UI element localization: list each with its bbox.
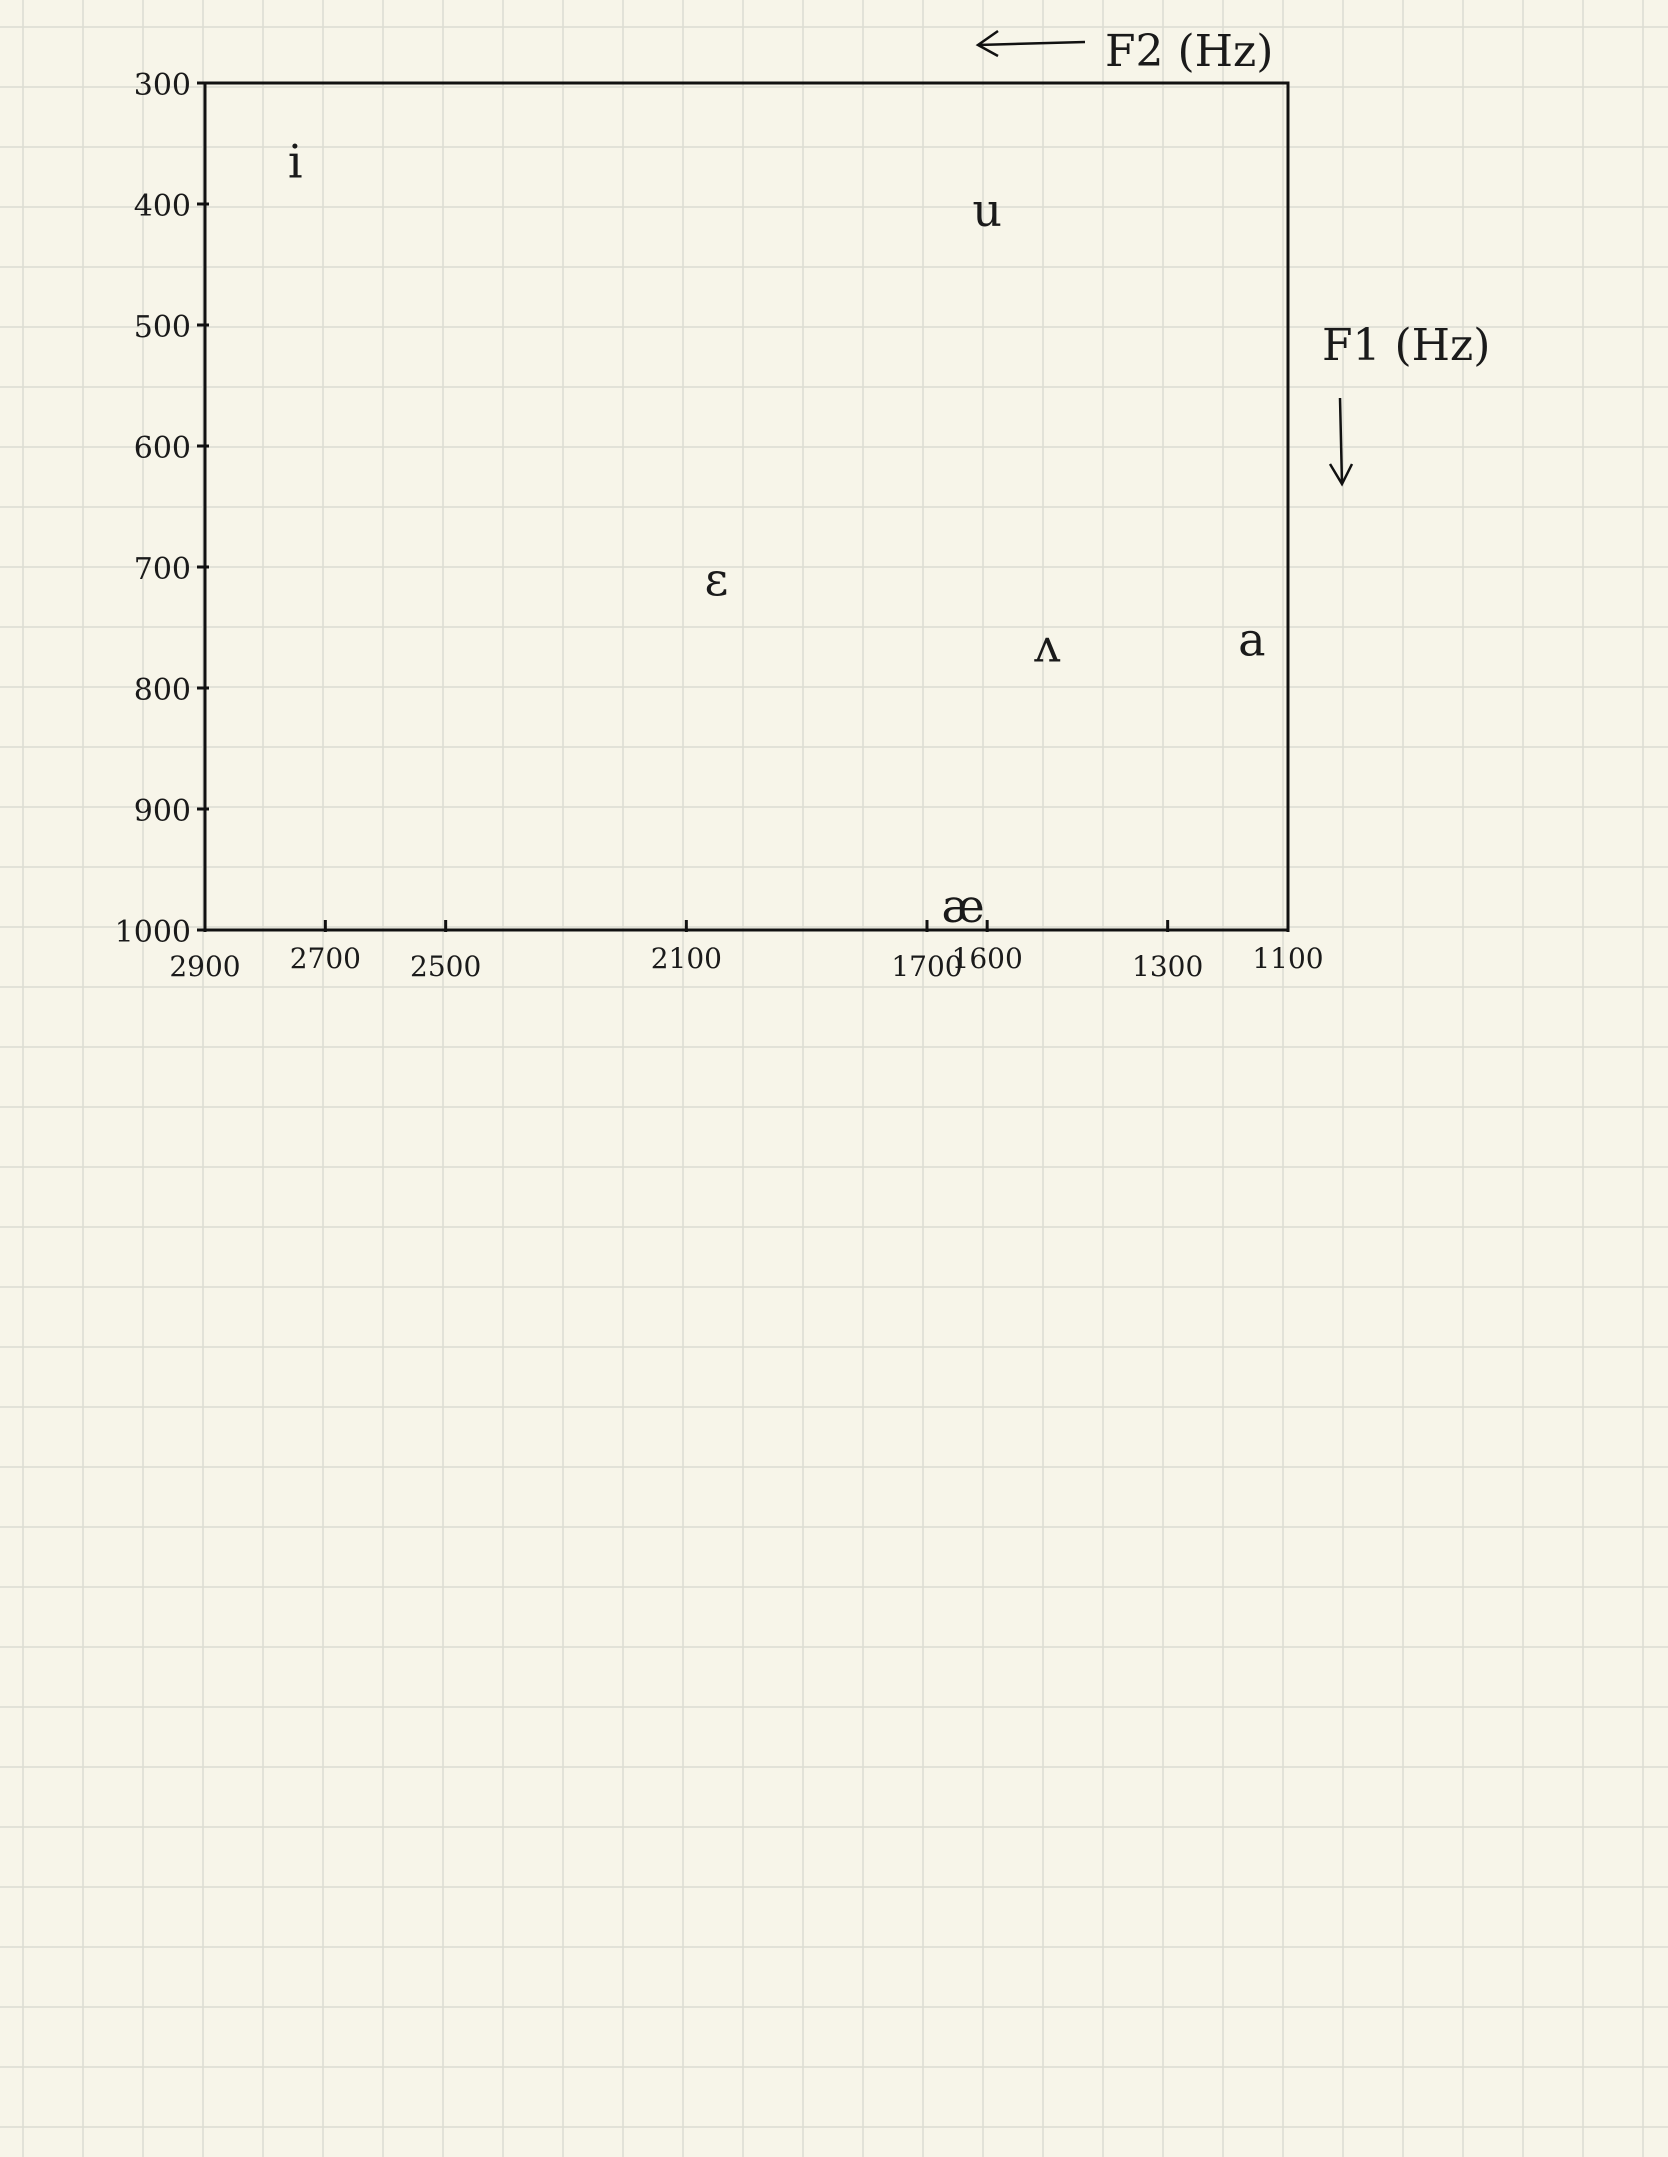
x-tick-label: 2700 bbox=[290, 942, 361, 975]
x-axis-label: F2 (Hz) bbox=[1105, 26, 1273, 77]
vowel-points: i u ɛ ʌ a æ bbox=[288, 135, 1266, 933]
y-tick-label: 300 bbox=[134, 68, 191, 103]
y-tick-label: 700 bbox=[134, 552, 191, 587]
vowel-point-label: u bbox=[972, 183, 1002, 237]
y-tick-label: 800 bbox=[134, 673, 191, 708]
x-tick-label: 1300 bbox=[1132, 950, 1203, 983]
x-tick-label: 1100 bbox=[1252, 942, 1323, 975]
y-tick-label: 1000 bbox=[115, 915, 191, 950]
vowel-point-label: ʌ bbox=[1033, 619, 1060, 673]
axis-titles: F2 (Hz) F1 (Hz) bbox=[975, 26, 1490, 487]
vowel-point-label: æ bbox=[941, 879, 984, 933]
vowel-point-label: i bbox=[288, 135, 303, 189]
plot-frame bbox=[203, 81, 1290, 932]
x-tick-label: 2500 bbox=[410, 950, 481, 983]
vowel-point-label: ɛ bbox=[704, 552, 728, 606]
y-tick-label: 900 bbox=[134, 794, 191, 829]
y-tick-label: 400 bbox=[134, 189, 191, 224]
plot-axes bbox=[203, 81, 1290, 932]
x-tick-label: 1700 bbox=[891, 950, 962, 983]
f2-direction-arrow bbox=[975, 29, 1086, 58]
f1-direction-arrow bbox=[1328, 397, 1354, 487]
y-tick-label: 600 bbox=[134, 431, 191, 466]
vowel-point-label: a bbox=[1238, 613, 1265, 667]
x-tick-label: 2100 bbox=[651, 942, 722, 975]
x-tick-label: 1600 bbox=[952, 942, 1023, 975]
y-tick-label: 500 bbox=[134, 310, 191, 345]
x-tick-label: 2900 bbox=[169, 950, 240, 983]
y-axis-label: F1 (Hz) bbox=[1322, 320, 1490, 371]
y-axis-ticks: 300 400 500 600 700 800 900 1000 bbox=[115, 68, 209, 950]
